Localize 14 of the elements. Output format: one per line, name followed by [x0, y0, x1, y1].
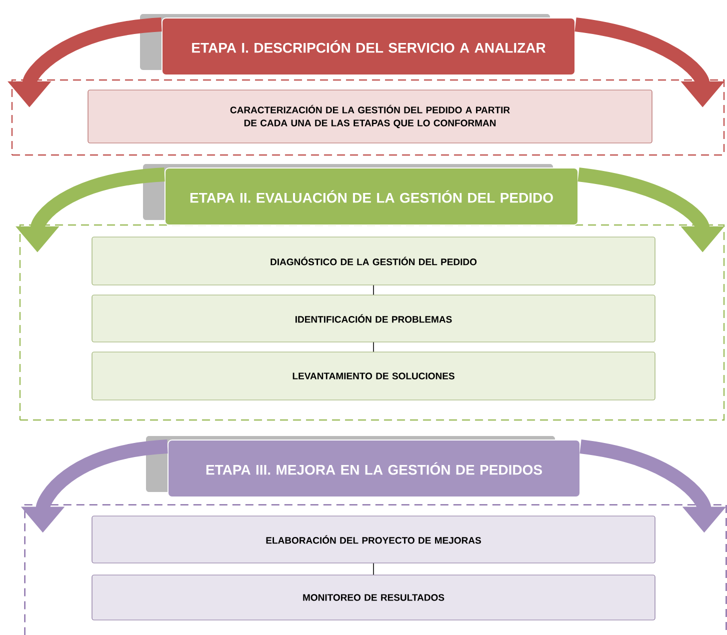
process-box: DIAGNÓSTICO DE LA GESTIÓN DEL PEDIDO — [92, 236, 656, 286]
connector-line — [373, 342, 374, 352]
process-box: LEVANTAMIENTO DE SOLUCIONES — [92, 352, 656, 400]
stage-header: ETAPA III. MEJORA EN LA GESTIÓN DE PEDIDOS — [146, 436, 580, 498]
process-box: CARACTERIZACIÓN DE LA GESTIÓN DEL PEDIDO A PARTIR DE CADA UNA DE LAS ETAPAS QUE LO CONFORMAN — [88, 90, 652, 144]
process-box: IDENTIFICACIÓN DE PROBLEMAS — [92, 294, 656, 342]
stage-header: ETAPA I. DESCRIPCIÓN DEL SERVICIO A ANALIZAR — [140, 14, 576, 76]
connector-line — [373, 562, 374, 576]
stage-header: ETAPA II. EVALUACIÓN DE LA GESTIÓN DEL PEDIDO — [143, 164, 578, 226]
connector-line — [373, 284, 374, 296]
process-box: MONITOREO DE RESULTADOS — [92, 574, 656, 620]
dashed-frame — [11, 79, 725, 156]
dashed-frame — [24, 504, 727, 635]
process-box: ELABORACIÓN DEL PROYECTO DE MEJORAS — [92, 516, 656, 564]
